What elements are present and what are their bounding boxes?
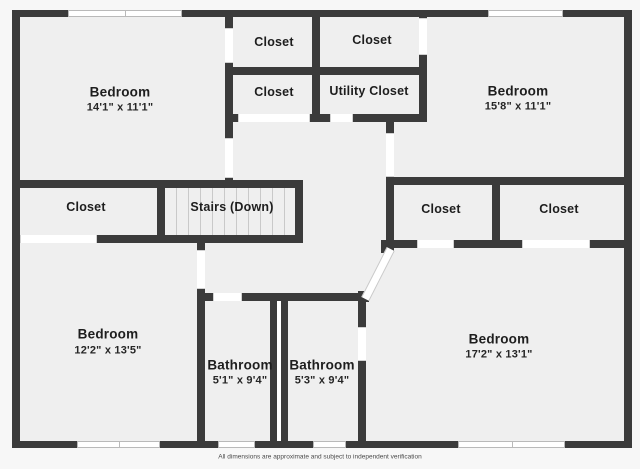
wall-closet-row-divider	[225, 67, 427, 75]
wall-band-top-right	[386, 177, 632, 185]
room-dims-bedroom-bottom-right: 17'2" x 13'1"	[465, 348, 533, 361]
room-dims-bedroom-top-right: 15'8" x 11'1"	[484, 100, 552, 113]
wall-band-bottom-left	[12, 235, 303, 243]
room-label-bedroom-top-right: Bedroom	[487, 83, 549, 99]
room-label-closet-mid-left: Closet	[66, 199, 106, 214]
wall-closet-row2-south	[225, 114, 427, 122]
wall-mid-closet-divider	[492, 177, 500, 248]
wall-bathroom-divider-west	[270, 297, 277, 441]
room-label-bathroom-left: Bathroom	[207, 357, 273, 373]
window	[458, 441, 565, 448]
room-label-closet-row1-left: Closet	[254, 34, 294, 49]
door-opening-closetTL	[225, 28, 233, 63]
door-opening-closet-row2	[238, 114, 310, 122]
wall-mid-closets-south	[386, 240, 632, 248]
window	[313, 441, 346, 448]
wall-stairs-east	[295, 180, 303, 243]
window-mullion	[125, 11, 126, 16]
room-dims-bathroom-left: 5'1" x 9'4"	[212, 374, 268, 387]
wall-bedroomTL-east	[225, 17, 233, 188]
window-mullion	[511, 442, 513, 447]
outer-wall-top	[12, 10, 632, 17]
window	[77, 441, 160, 448]
room-dims-bedroom-bottom-left: 12'2" x 13'5"	[74, 344, 142, 357]
room-label-bedroom-bottom-right: Bedroom	[468, 331, 530, 347]
wall-closet-column-divider	[312, 17, 320, 122]
outer-wall-right	[624, 10, 632, 448]
wall-bathroom-divider-east	[281, 297, 288, 441]
door-opening-closetTR	[419, 18, 427, 55]
room-label-closet-row2-left: Closet	[254, 84, 294, 99]
room-label-closet-row1-right: Closet	[352, 32, 392, 47]
room-label-utility-closet: Utility Closet	[329, 83, 409, 98]
wall-bathroomR-east	[358, 297, 366, 441]
room-label-closet-mid-right-2: Closet	[539, 201, 579, 216]
window	[488, 10, 563, 17]
floor-area	[12, 10, 632, 448]
room-label-stairs: Stairs (Down)	[190, 199, 274, 214]
door-opening-bedroomBL	[197, 250, 205, 289]
door-opening-bathroom-left	[213, 293, 242, 301]
wall-bedroomTR-west	[419, 17, 427, 118]
wall-closet-stairs-divider	[157, 180, 165, 243]
disclaimer-text: All dimensions are approximate and subje…	[218, 453, 422, 461]
window	[68, 10, 182, 17]
room-label-closet-mid-right-1: Closet	[421, 201, 461, 216]
door-opening-bedroomTL	[225, 138, 233, 178]
window	[218, 441, 255, 448]
outer-wall-left	[12, 10, 20, 448]
door-opening-bathroom-right	[358, 327, 366, 361]
room-label-bathroom-right: Bathroom	[289, 357, 355, 373]
stair-treads	[165, 188, 295, 235]
window-mullion	[118, 442, 120, 447]
door-opening-closet-mid-right-1	[417, 240, 454, 248]
wall-bedroomBL-east	[197, 243, 205, 448]
door-opening-closet-mid-left	[20, 235, 97, 243]
door-opening-bedroomTR	[386, 133, 394, 177]
room-dims-bathroom-right: 5'3" x 9'4"	[294, 374, 350, 387]
wall-chase	[277, 301, 281, 441]
door-opening-closet-mid-right-2	[522, 240, 590, 248]
room-dims-bedroom-top-left: 14'1" x 11'1"	[86, 101, 154, 114]
room-label-bedroom-top-left: Bedroom	[89, 84, 151, 100]
room-label-bedroom-bottom-left: Bedroom	[77, 326, 139, 342]
door-opening-utility-closet	[330, 114, 353, 122]
